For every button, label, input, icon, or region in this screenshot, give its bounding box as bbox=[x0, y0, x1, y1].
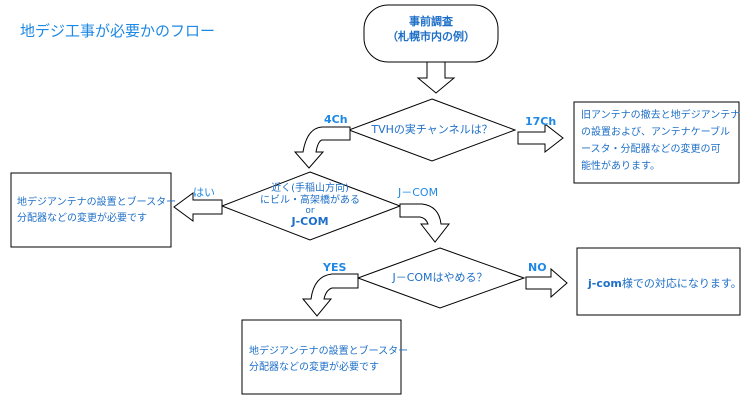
result-no-name: j-com bbox=[588, 277, 622, 290]
decision2-diamond bbox=[220, 171, 402, 241]
chart-title: 地デジ工事が必要かのフロー bbox=[20, 22, 216, 40]
decision3-right-label: NO bbox=[528, 261, 547, 274]
decision1-left-label: 4Ch bbox=[324, 113, 348, 126]
arrow-start-to-decision1 bbox=[416, 61, 456, 94]
arrow-decision1-to-17ch bbox=[517, 122, 564, 154]
arrow-decision1-to-decision2 bbox=[293, 126, 351, 169]
decision2-line3: or bbox=[305, 206, 315, 216]
result-hai-line2: 分配器などの変更が必要です bbox=[17, 213, 147, 224]
decision2-line2: にビル・高架橋がある bbox=[260, 195, 360, 206]
decision1-diamond bbox=[347, 98, 517, 162]
decision3-question: J－COMはやめる？ bbox=[392, 271, 488, 284]
arrow-decision3-to-yes bbox=[301, 273, 359, 317]
arrow-decision2-to-decision3 bbox=[399, 203, 451, 243]
result-17ch-line3: ースタ・分配器などの変更の可 bbox=[581, 144, 721, 155]
decision2-line4: J-COM bbox=[291, 215, 329, 228]
result-yes-line2: 分配器などの変更が必要です bbox=[249, 362, 379, 373]
arrow-decision2-to-hai bbox=[173, 192, 223, 222]
result-hai-box bbox=[10, 172, 172, 248]
result-17ch-box bbox=[573, 101, 740, 184]
decision2-line1: 近く(手稲山方向) bbox=[271, 183, 349, 194]
decision2-right-label: J－COM bbox=[398, 186, 439, 199]
result-yes-box bbox=[241, 319, 402, 395]
decision1-right-label: 17Ch bbox=[525, 115, 557, 128]
result-no-rest: 様での対応になります。 bbox=[621, 277, 742, 290]
decision2-left-label: はい bbox=[193, 186, 215, 199]
decision3-diamond bbox=[356, 247, 526, 309]
start-label-line1: 事前調査 bbox=[409, 15, 453, 28]
decision1-question: TVHの実チャンネルは？ bbox=[371, 123, 493, 136]
arrow-decision3-to-no bbox=[525, 267, 568, 299]
result-hai-line1: 地デジアンテナの設置とブースター bbox=[17, 197, 177, 208]
result-no-text: j-com様での対応になります。 bbox=[588, 278, 742, 289]
result-17ch-line4: 能性があります。 bbox=[581, 161, 660, 172]
result-no-box bbox=[576, 247, 741, 316]
result-17ch-line1: 旧アンテナの撤去と地デジアンテナ bbox=[581, 110, 741, 121]
result-yes-line1: 地デジアンテナの設置とブースター bbox=[249, 346, 409, 357]
start-label-line2: （札幌市内の例） bbox=[387, 30, 475, 43]
result-17ch-line2: の設置および、アンテナケーブル bbox=[581, 127, 730, 138]
decision3-left-label: YES bbox=[323, 261, 347, 274]
